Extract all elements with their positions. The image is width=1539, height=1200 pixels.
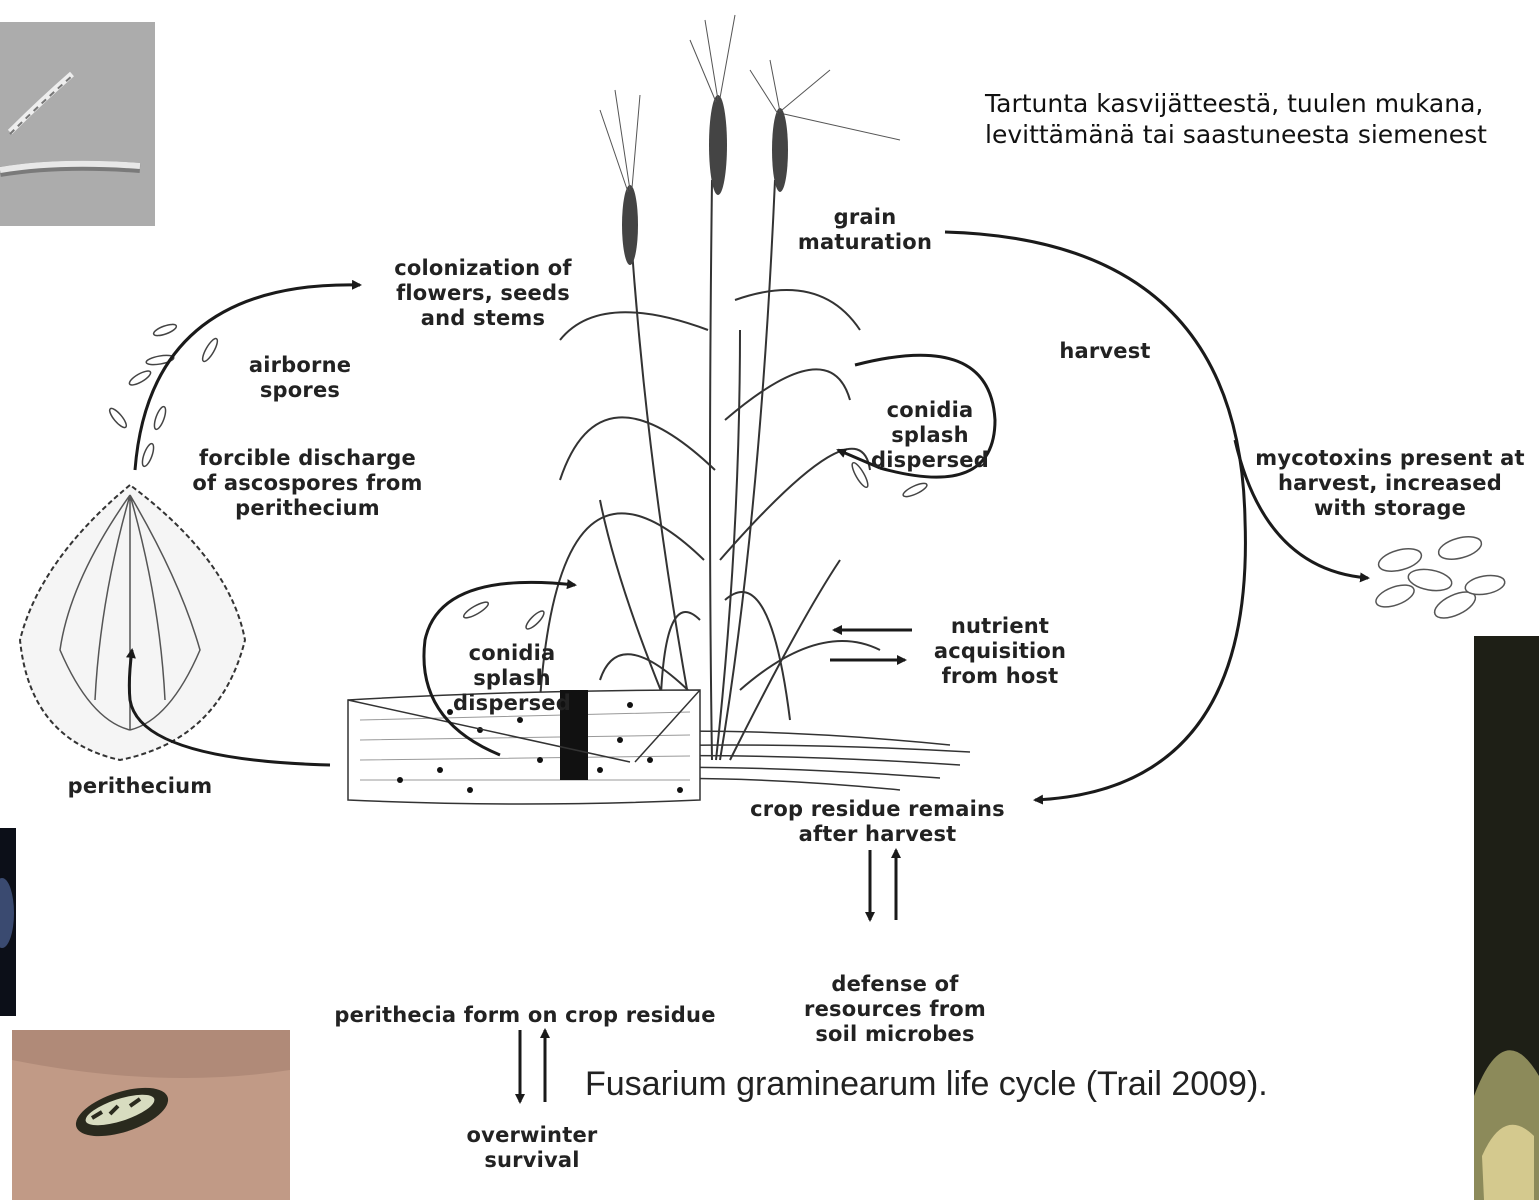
label-colonization: colonization of flowers, seeds and stems xyxy=(378,256,588,331)
label-overwinter: overwinter survival xyxy=(462,1123,602,1173)
label-conidia-right: conidia splash dispersed xyxy=(860,398,1000,473)
label-harvest: harvest xyxy=(1050,339,1160,364)
label-forcible-discharge: forcible discharge of ascospores from pe… xyxy=(180,446,435,521)
wheat-plant-drawing xyxy=(540,180,880,760)
label-airborne-spores: airborne spores xyxy=(235,353,365,403)
finnish-note: Tartunta kasvijätteestä, tuulen mukana, … xyxy=(985,88,1487,150)
label-defense: defense of resources from soil microbes xyxy=(800,972,990,1047)
awns xyxy=(600,15,900,192)
wheat-heads xyxy=(622,95,788,265)
label-nutrient-acquisition: nutrient acquisition from host xyxy=(920,614,1080,689)
finnish-note-line2: levittämänä tai saastuneesta siemenest xyxy=(985,119,1487,150)
label-perithecia-form: perithecia form on crop residue xyxy=(320,1003,730,1028)
label-mycotoxins: mycotoxins present at harvest, increased… xyxy=(1245,446,1535,521)
label-conidia-left: conidia splash dispersed xyxy=(442,641,582,716)
label-perithecium: perithecium xyxy=(55,774,225,799)
label-crop-residue-remains: crop residue remains after harvest xyxy=(740,797,1015,847)
harvested-grains-drawing xyxy=(1373,533,1506,624)
perithecium-drawing xyxy=(20,485,245,760)
figure-caption: Fusarium graminearum life cycle (Trail 2… xyxy=(585,1065,1268,1104)
label-grain-maturation: grain maturation xyxy=(790,205,940,255)
finnish-note-line1: Tartunta kasvijätteestä, tuulen mukana, xyxy=(985,88,1487,119)
